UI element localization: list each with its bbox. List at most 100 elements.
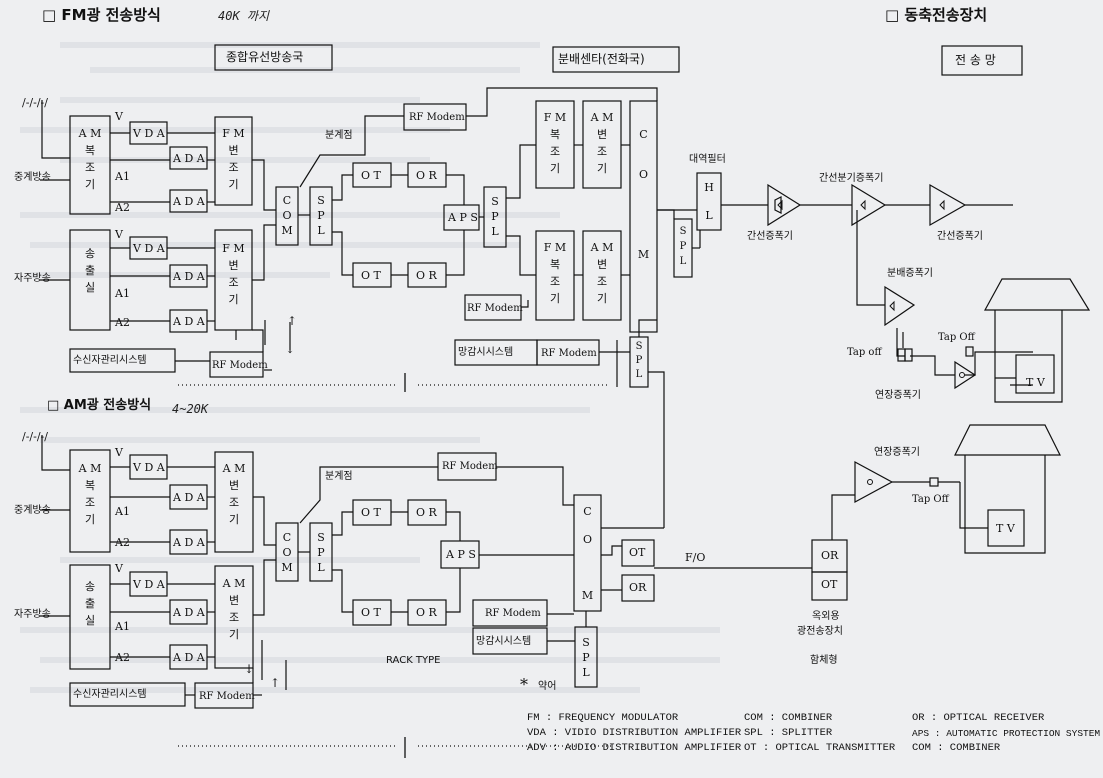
fm-am-demodulator: A M 복 조 기	[78, 127, 102, 191]
fm-demodulator-2: F M 복 조 기	[543, 241, 567, 305]
fm-splitter-4: S P L	[635, 341, 643, 380]
fm-external-input: /-/-/-/	[22, 96, 48, 109]
fm-ot-1: O T	[361, 169, 381, 182]
am-modulator-b: A M 변 조 기	[222, 577, 246, 641]
fm-splitter-2: S P L	[491, 195, 499, 238]
legend-title: 약어	[538, 681, 557, 692]
am-subscriber-system: 수신자관리시스템	[73, 689, 147, 700]
fm-demodulator-1: F M 복 조 기	[543, 111, 567, 175]
am-rf-modem-top: RF Modem	[442, 461, 498, 472]
fm-combiner: C O M	[281, 194, 293, 237]
fm-handwritten-note: 40K 까지	[218, 9, 269, 23]
fiber-label: F/O	[685, 551, 706, 564]
background-grain	[20, 42, 720, 693]
extension-amp-label-fm: 연장증폭기	[875, 390, 921, 401]
legend-entry-com-2: COM : COMBINER	[912, 742, 1001, 754]
fm-ot-2: O T	[361, 269, 381, 282]
legend-entry-aps: APS : AUTOMATIC PROTECTION SYSTEM	[912, 728, 1101, 739]
fm-heading: □ FM광 전송방식	[42, 6, 161, 24]
amp-marks	[777, 199, 965, 485]
legend-entry-adv: ADV : AUDIO DISTRIBUTION AMPLIFIER	[527, 742, 742, 754]
am-handwritten-note: 4~20K	[172, 402, 209, 416]
am-modulator-2: A M 변 조 기	[590, 241, 614, 305]
am-branch-point: 분계점	[325, 471, 353, 482]
trunk-amp-label-2: 간선증폭기	[937, 231, 983, 242]
am-modulator-a: A M 변 조 기	[222, 462, 246, 526]
fm-rf-modem-subscriber: RF Modem	[212, 360, 268, 371]
fm-splitter-3: S P L	[679, 226, 687, 267]
extension-amp-label-am: 연장증폭기	[874, 447, 920, 458]
am-ada-4: A D A	[173, 651, 205, 664]
fm-ada-3: A D A	[173, 270, 205, 283]
am-ot-1: O T	[361, 506, 381, 519]
fm-combiner-tall: C O M	[637, 128, 650, 261]
fm-signal-a1-1: A1	[115, 170, 130, 183]
fm-modulator-1: F M 변 조 기	[222, 127, 245, 191]
am-ot-2: O T	[361, 606, 381, 619]
am-ada-3: A D A	[173, 606, 205, 619]
legend-entry-com: COM : COMBINER	[744, 712, 833, 724]
outdoor-ot: OT	[821, 578, 838, 591]
legend-entry-fm: FM : FREQUENCY MODULATOR	[527, 712, 679, 724]
fm-down-arrow: ↓	[285, 342, 296, 356]
am-modulator-1: A M 변 조 기	[590, 111, 614, 175]
legend-entry-or: OR : OPTICAL RECEIVER	[912, 712, 1045, 724]
coax-heading: □ 동축전송장치	[885, 6, 988, 24]
am-vda-2: V D A	[133, 578, 165, 591]
am-monitoring-system: 망감시시스템	[476, 636, 532, 647]
am-am-demodulator: A M 복 조 기	[78, 462, 102, 526]
enclosure-label: 함체형	[810, 655, 838, 666]
outdoor-label-1: 옥외용	[812, 611, 840, 622]
am-ot-h: OT	[629, 546, 646, 559]
am-signal-a1-1: A1	[115, 505, 130, 518]
fm-ada-2: A D A	[173, 195, 205, 208]
fm-ada-1: A D A	[173, 152, 205, 165]
am-splitter-2: S P L	[582, 636, 590, 679]
fm-modulator-2: F M 변 조 기	[222, 242, 245, 306]
rack-type-label: RACK TYPE	[386, 655, 441, 666]
fm-vda-1: V D A	[133, 127, 165, 140]
tap-off-label-fm: Tap Off	[938, 332, 975, 343]
legend-entry-spl: SPL : SPLITTER	[744, 727, 833, 739]
fm-rf-modem-dist: RF Modem	[467, 303, 523, 314]
band-filter-label: 대역필터	[689, 154, 726, 165]
outdoor-or: OR	[821, 549, 839, 562]
am-relay-label: 중계방송	[14, 505, 51, 516]
am-vda-1: V D A	[133, 461, 165, 474]
fm-signal-a2-2: A2	[115, 316, 130, 329]
am-aps: A P S	[446, 548, 476, 561]
am-or-2: O R	[416, 606, 437, 619]
fm-signal-a1-2: A1	[115, 287, 130, 300]
fm-ada-4: A D A	[173, 315, 205, 328]
band-filter-hl: H L	[704, 181, 714, 222]
am-rf-modem-subscriber: RF Modem	[199, 691, 255, 702]
legend-entry-ot: OT : OPTICAL TRANSMITTER	[744, 742, 896, 754]
am-local-label: 자주방송	[14, 609, 51, 620]
fm-local-label: 자주방송	[14, 273, 51, 284]
fm-rf-modem-top: RF Modem	[409, 112, 465, 123]
headend-label: 종합유선방송국	[226, 50, 304, 64]
fm-signal-v-2: V	[115, 228, 123, 241]
distribution-amp-label: 분배증폭기	[887, 268, 933, 279]
fm-signal-v-1: V	[115, 110, 123, 123]
am-combiner: C O M	[281, 531, 293, 574]
legend-asterisk: *	[520, 675, 528, 694]
fm-rf-modem-monitor: RF Modem	[541, 348, 597, 359]
am-signal-v-2: V	[115, 562, 123, 575]
am-ada-1: A D A	[173, 491, 205, 504]
network-label: 전 송 망	[955, 53, 996, 67]
am-or-1: O R	[416, 506, 437, 519]
fm-or-1: O R	[416, 169, 437, 182]
trunk-bridger-label: 간선분기증폭기	[819, 173, 884, 184]
am-combiner-tall: C O M	[581, 505, 594, 602]
fm-relay-label: 중계방송	[14, 172, 51, 183]
fm-branch-point: 분계점	[325, 130, 353, 141]
trunk-amp-label-1: 간선증폭기	[747, 231, 793, 242]
distribution-center-label: 분배센타(전화국)	[558, 52, 645, 66]
am-ada-2: A D A	[173, 536, 205, 549]
fm-signal-a2-1: A2	[115, 201, 130, 214]
fm-or-2: O R	[416, 269, 437, 282]
fm-studio: 송 출 실	[84, 247, 96, 294]
